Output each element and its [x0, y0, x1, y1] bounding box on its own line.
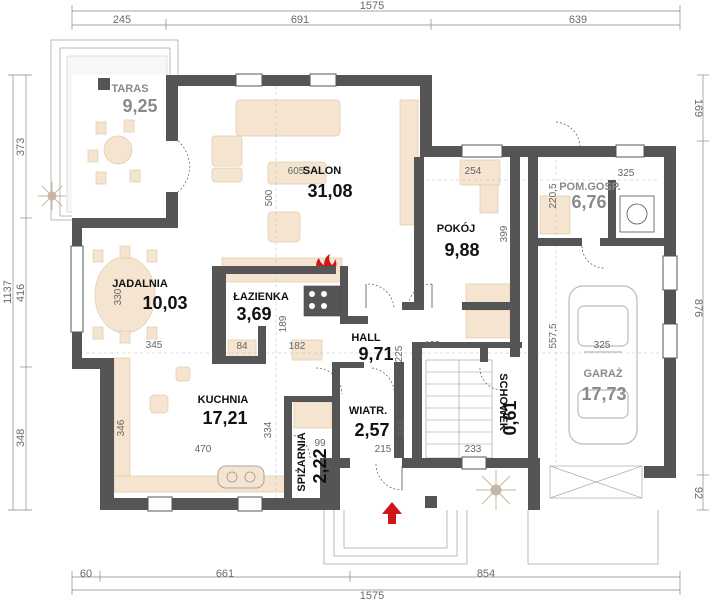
- room-area-schowek: 0,61: [500, 400, 520, 435]
- door-lines: [365, 284, 433, 490]
- dim-garaz-width: 325: [594, 340, 611, 351]
- right-dim-1: 169: [692, 99, 704, 117]
- dim-jadalnia-width: 345: [146, 340, 163, 351]
- dim-142: 142: [396, 419, 407, 436]
- stairs: [425, 359, 493, 459]
- dim-hall-width: 469: [424, 340, 441, 351]
- room-area-jadalnia: 10,03: [142, 293, 187, 313]
- entry-arrow-icon: [382, 502, 402, 524]
- left-total-dim: 1137: [2, 280, 14, 304]
- dim-kuchnia-height-1: 346: [116, 419, 127, 436]
- dim-lazienka-height: 189: [278, 315, 289, 332]
- bathroom-fixtures: [303, 285, 341, 317]
- fixture-circles: [309, 291, 327, 309]
- room-area-salon: 31,08: [307, 181, 352, 201]
- dim-233: 233: [465, 444, 482, 455]
- left-dimensions: [8, 74, 32, 511]
- axis-lines: [80, 80, 660, 500]
- dim-hall-height: 225: [394, 345, 405, 362]
- plant-icon: [38, 182, 516, 510]
- room-area-garaz: 17,73: [581, 384, 626, 404]
- dim-84: 84: [236, 341, 248, 352]
- room-area-spizarnia: 2,22: [310, 448, 330, 483]
- room-name-lazienka: ŁAZIENKA: [233, 291, 289, 303]
- room-name-jadalnia: JADALNIA: [112, 278, 168, 290]
- furniture: [87, 99, 571, 493]
- dim-kuchnia-height-2: 334: [263, 421, 274, 438]
- room-name-kuchnia: KUCHNIA: [198, 394, 249, 406]
- dim-pom-width: 325: [618, 168, 635, 179]
- room-name-garaz: GARAŻ: [583, 367, 622, 380]
- room-area-pokoj: 9,88: [444, 240, 479, 260]
- room-name-taras: TARAS: [111, 83, 148, 95]
- dim-pom-height: 220,5: [548, 183, 559, 208]
- dim-182: 182: [289, 341, 306, 352]
- room-name-pokoj: POKÓJ: [437, 222, 476, 235]
- room-name-spizarnia: SPIŻARNIA: [295, 432, 308, 491]
- room-name-hall: HALL: [351, 332, 381, 344]
- room-name-salon: SALON: [303, 165, 342, 177]
- top-dim-1: 245: [113, 14, 131, 26]
- top-dim-3: 639: [569, 14, 587, 26]
- dim-salon-height: 500: [264, 189, 275, 206]
- room-area-taras: 9,25: [122, 96, 157, 116]
- bottom-total-dim: 1575: [360, 590, 384, 600]
- left-dim-3: 348: [15, 429, 27, 447]
- car: [568, 285, 638, 445]
- bottom-dim-1: 60: [80, 568, 92, 580]
- windows: [70, 73, 678, 512]
- room-name-pom-gosp: POM.GOSP.: [559, 181, 621, 193]
- bottom-dim-3: 854: [477, 568, 495, 580]
- right-dim-2: 876: [692, 299, 704, 317]
- dim-kuchnia-width: 470: [195, 444, 212, 455]
- room-area-hall: 9,71: [358, 344, 393, 364]
- dim-215: 215: [375, 444, 392, 455]
- doors: [177, 121, 605, 491]
- chimney: [98, 78, 437, 508]
- garage-door: [549, 465, 643, 499]
- room-name-wiatr: WIATR.: [349, 405, 387, 417]
- room-area-lazienka: 3,69: [236, 304, 271, 324]
- boiler: [619, 195, 655, 233]
- bottom-dimensions: [71, 571, 681, 595]
- room-name-schowek: SCHOWEK: [497, 373, 509, 431]
- top-dimensions: [71, 5, 681, 30]
- sink: [217, 465, 265, 489]
- dim-garaz-height: 557,5: [548, 323, 559, 348]
- left-dim-1: 373: [15, 138, 27, 156]
- room-area-pom-gosp: 6,76: [571, 192, 606, 212]
- top-total-dim: 1575: [360, 0, 384, 12]
- bottom-dim-2: 661: [216, 568, 234, 580]
- right-dim-3: 92: [692, 487, 704, 499]
- dim-pokoj-height: 399: [499, 225, 510, 242]
- dim-salon-width: 605: [288, 166, 305, 177]
- right-dimensions: [697, 74, 709, 511]
- walls: [72, 75, 676, 510]
- top-dim-2: 691: [291, 14, 309, 26]
- room-area-kuchnia: 17,21: [202, 408, 247, 428]
- dim-pokoj-width: 254: [465, 166, 482, 177]
- dim-jadalnia-height: 330: [113, 288, 124, 305]
- left-dim-2: 416: [15, 284, 27, 302]
- room-area-wiatr: 2,57: [354, 420, 389, 440]
- dim-99: 99: [314, 438, 326, 449]
